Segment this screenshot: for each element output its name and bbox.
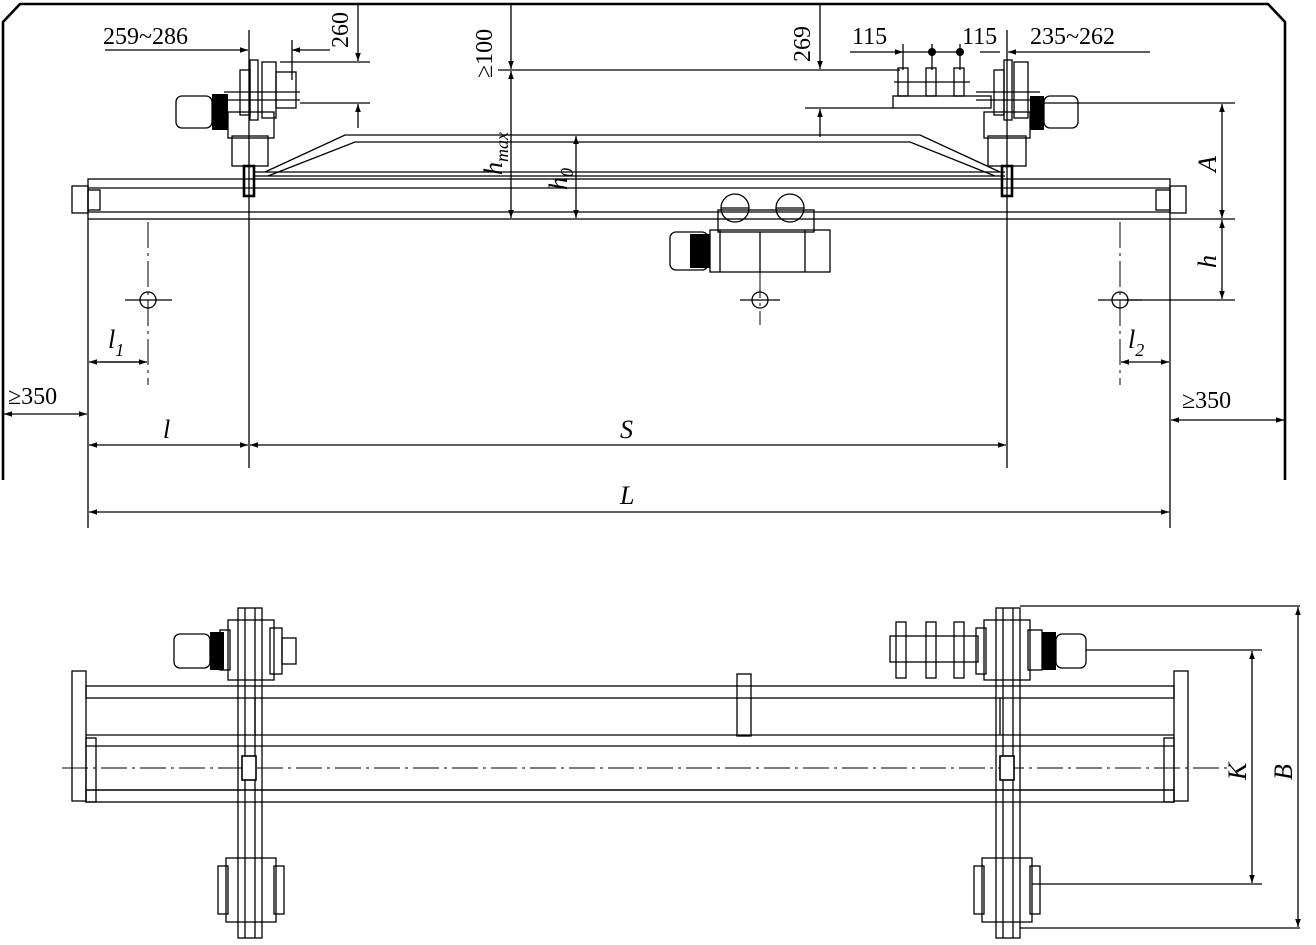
label-235-262: 235~262 [1030, 24, 1115, 50]
left-end-truck [175, 59, 300, 198]
plan-dimension-lines [1020, 605, 1301, 929]
right-end-truck [892, 59, 1079, 198]
label-115-b: 115 [962, 24, 997, 50]
label-h-max-main: h [479, 162, 508, 175]
wheel-block-right-bottom [973, 857, 1041, 923]
hook-icon [1098, 222, 1142, 385]
label-269: 269 [790, 26, 816, 62]
hook-icon [125, 222, 172, 385]
hook-icon [740, 272, 780, 325]
label-ge-350-right: ≥350 [1182, 388, 1231, 414]
wheel-block-left-top [219, 619, 297, 681]
label-260: 260 [328, 12, 354, 48]
label-ge-350-left: ≥350 [8, 384, 57, 410]
crane-end-truck-icon [889, 607, 1087, 939]
label-115-a: 115 [852, 24, 887, 50]
label-l2: l2 [1128, 325, 1144, 360]
label-h-max-sub: max [492, 132, 512, 162]
label-L: L [619, 481, 634, 510]
plan-labels: K B [1223, 761, 1298, 781]
label-h0-sub: 0 [557, 168, 577, 177]
label-h-max: hmax [479, 132, 512, 175]
label-ge-100: ≥100 [472, 29, 498, 78]
extension-lines [2, 30, 1286, 528]
label-l1-main: l [108, 325, 115, 354]
label-K: K [1223, 761, 1252, 781]
label-l1: l1 [108, 325, 124, 360]
label-h0: h0 [544, 168, 577, 190]
dimension-lines [4, 4, 1284, 515]
current-collector [892, 67, 992, 109]
motor-icon [175, 94, 228, 130]
collector-plan [889, 621, 979, 679]
motor-icon [1030, 95, 1079, 130]
crane-end-truck-icon [173, 607, 297, 939]
wheel-block-left-bottom [217, 857, 285, 923]
label-S: S [620, 415, 633, 444]
plan-view: K B [62, 605, 1301, 939]
label-l1-sub: 1 [115, 340, 124, 360]
label-h: h [1193, 255, 1222, 268]
building-outline [1, 2, 1287, 480]
plan-girder [71, 670, 1189, 803]
label-l: l [163, 415, 170, 444]
label-B: B [1269, 764, 1298, 780]
girder-top-truss [255, 134, 1005, 177]
label-l2-sub: 2 [1135, 340, 1144, 360]
motor-icon [1042, 632, 1087, 670]
label-l2-main: l [1128, 325, 1135, 354]
electric-hoist-icon [669, 193, 831, 273]
label-259-286: 259~286 [103, 24, 188, 50]
wheel-block-right-top [975, 619, 1043, 681]
main-girder [71, 178, 1187, 220]
elevation-view: 259~286 260 ≥100 269 115 115 235~262 hma… [2, 4, 1286, 528]
elevation-labels: 259~286 260 ≥100 269 115 115 235~262 hma… [8, 12, 1231, 510]
label-A: A [1193, 156, 1222, 174]
motor-icon [173, 632, 224, 670]
label-h0-main: h [544, 177, 573, 190]
